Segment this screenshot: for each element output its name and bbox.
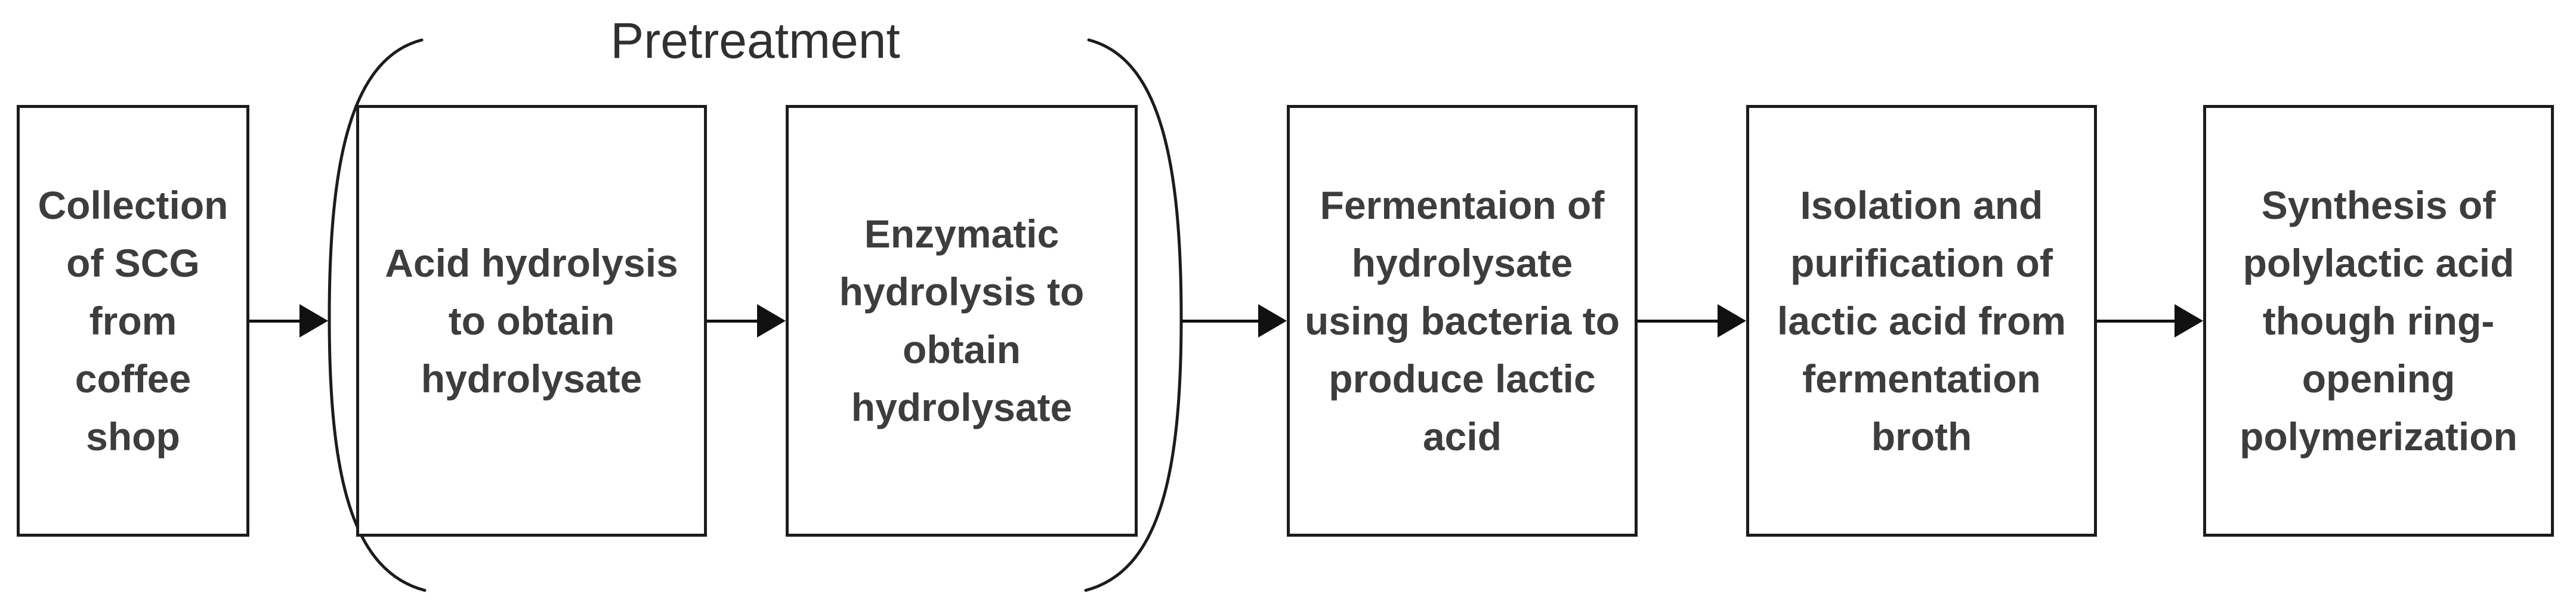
step-label-acid-hydrolysis: Acid hydrolysis to obtain hydrolysate: [385, 240, 678, 401]
arrow-shaft: [1638, 320, 1720, 323]
arrow-head: [299, 304, 328, 338]
step-box-collection: Collection of SCG from coffee shop: [17, 105, 249, 537]
pretreatment-group-label: Pretreatment: [610, 13, 900, 69]
flow-arrow-3: [1181, 304, 1287, 338]
step-box-isolation: Isolation and purification of lactic aci…: [1746, 105, 2097, 537]
step-label-collection: Collection of SCG from coffee shop: [38, 182, 228, 459]
flow-arrow-2: [707, 304, 786, 338]
arrow-head: [1258, 304, 1287, 338]
arrow-shaft: [249, 320, 302, 323]
flow-arrow-4: [1638, 304, 1746, 338]
step-box-synthesis: Synthesis of polylactic acid though ring…: [2203, 105, 2554, 537]
step-label-enzymatic-hydrolysis: Enzymatic hydrolysis to obtain hydrolysa…: [839, 212, 1085, 429]
step-box-fermentation: Fermentaion of hydrolysate using bacteri…: [1287, 105, 1638, 537]
arrow-shaft: [2097, 320, 2177, 323]
arrow-head: [757, 304, 786, 338]
step-box-enzymatic-hydrolysis: Enzymatic hydrolysis to obtain hydrolysa…: [786, 105, 1138, 537]
flow-arrow-1: [249, 304, 328, 338]
step-label-synthesis: Synthesis of polylactic acid though ring…: [2240, 182, 2518, 459]
arrow-shaft: [1181, 320, 1261, 323]
flow-arrow-5: [2097, 304, 2203, 338]
arrow-head: [1718, 304, 1746, 338]
arrow-head: [2175, 304, 2203, 338]
arrow-shaft: [707, 320, 759, 323]
step-box-acid-hydrolysis: Acid hydrolysis to obtain hydrolysate: [356, 105, 707, 537]
step-label-fermentation: Fermentaion of hydrolysate using bacteri…: [1304, 182, 1620, 459]
step-label-isolation: Isolation and purification of lactic aci…: [1777, 182, 2067, 459]
